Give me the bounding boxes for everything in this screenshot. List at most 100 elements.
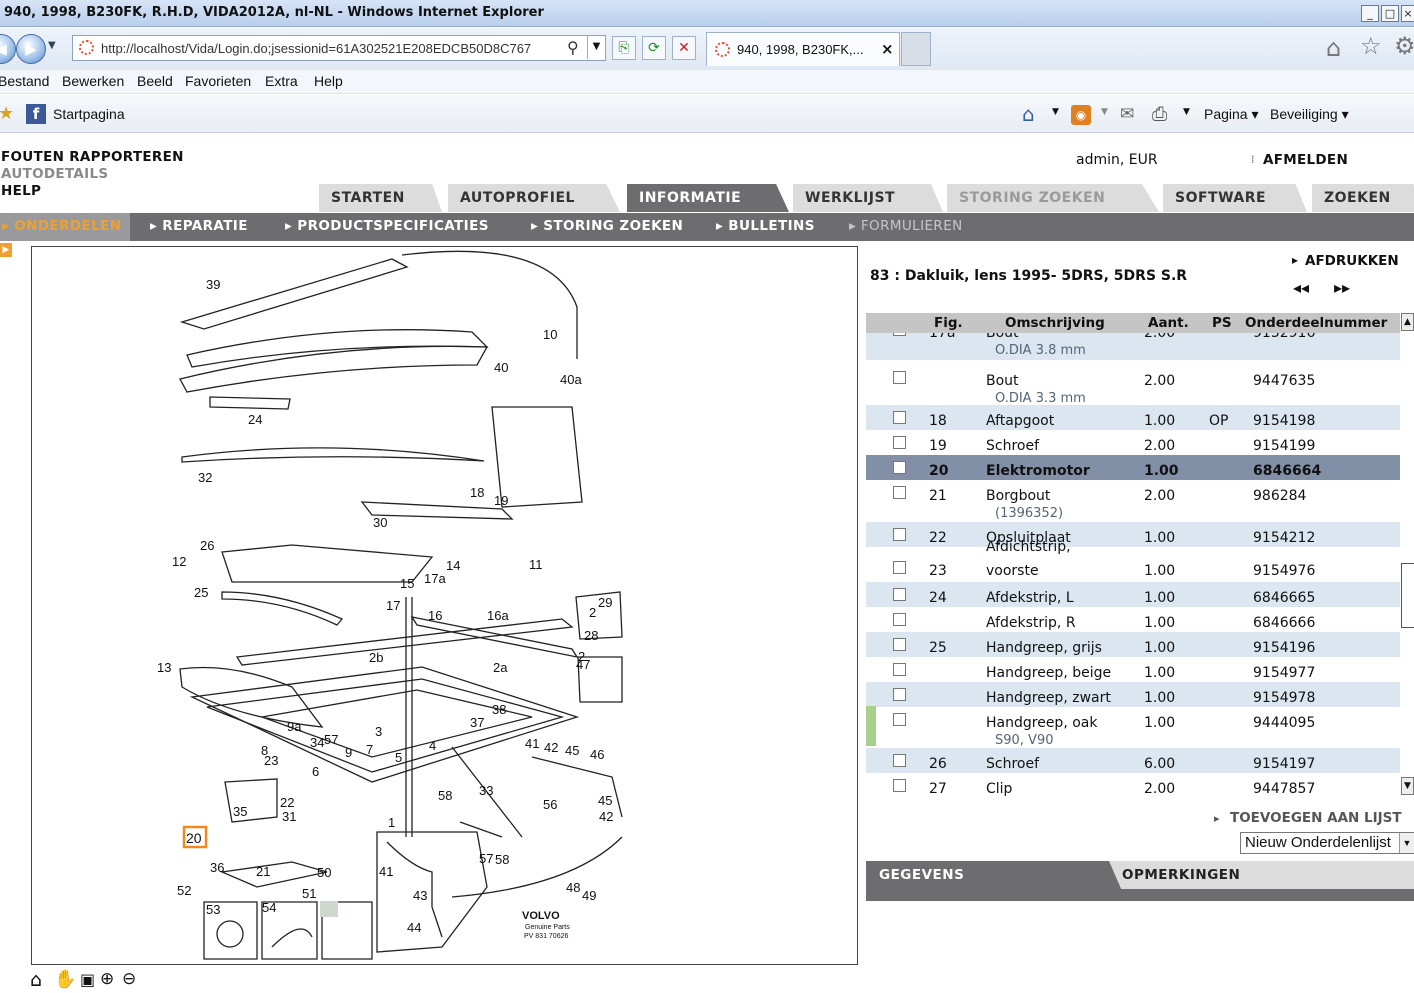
col-fig[interactable]: Fig. (934, 315, 963, 331)
parts-scrollbar[interactable]: ▲ ▼ (1401, 313, 1414, 801)
callout-35[interactable]: 35 (233, 804, 247, 819)
callout-45[interactable]: 45 (598, 793, 612, 808)
callout-51[interactable]: 51 (302, 886, 316, 901)
url-dropdown-icon[interactable]: ▼ (587, 35, 605, 59)
row-part-number[interactable]: 9154196 (1253, 640, 1316, 656)
row-part-number[interactable]: 9154976 (1253, 563, 1316, 579)
row-checkbox[interactable] (893, 613, 906, 626)
history-dropdown-icon[interactable]: ▼ (48, 40, 56, 51)
callout-39[interactable]: 39 (206, 277, 220, 292)
menu-help[interactable]: Help (314, 73, 343, 89)
subnav-reparatie[interactable]: ▸ REPARATIE (150, 218, 248, 234)
callout-41[interactable]: 41 (379, 864, 393, 879)
callout-3[interactable]: 3 (375, 724, 382, 739)
callout-57[interactable]: 57 (324, 732, 338, 747)
callout-58[interactable]: 58 (495, 852, 509, 867)
forward-button[interactable]: ▶ (16, 34, 46, 64)
callout-16a[interactable]: 16a (487, 608, 509, 623)
row-part-number[interactable]: 6846666 (1253, 615, 1316, 631)
compat-view-icon[interactable]: ⎘ (612, 36, 636, 60)
callout-5[interactable]: 5 (395, 750, 402, 765)
tab-storing-zoeken[interactable]: STORING ZOEKEN (947, 184, 1159, 212)
print-icon[interactable]: ⎙ (1152, 103, 1168, 125)
callout-9[interactable]: 9 (345, 745, 352, 760)
callout-46[interactable]: 46 (590, 747, 604, 762)
callout-19[interactable]: 19 (494, 493, 508, 508)
callout-48[interactable]: 48 (566, 880, 580, 895)
tab-werklijst[interactable]: WERKLIJST (793, 184, 943, 212)
prev-page-icon[interactable]: ◂◂ (1293, 278, 1310, 297)
help-link[interactable]: HELP (1, 183, 42, 199)
callout-30[interactable]: 30 (373, 515, 387, 530)
fit-window-icon[interactable]: ▣ (80, 970, 96, 989)
row-checkbox[interactable] (893, 436, 906, 449)
scroll-thumb[interactable] (1401, 563, 1414, 628)
search-icon[interactable]: ⚲ (567, 38, 579, 57)
callout-58[interactable]: 58 (438, 788, 452, 803)
row-checkbox[interactable] (893, 688, 906, 701)
callout-52[interactable]: 52 (177, 883, 191, 898)
favorites-star-icon[interactable]: ☆ (1360, 32, 1382, 60)
row-part-number[interactable]: 9154977 (1253, 665, 1316, 681)
list-select-arrow-icon[interactable]: ▼ (1399, 833, 1414, 853)
row-part-number[interactable]: 9444095 (1253, 715, 1316, 731)
callout-50[interactable]: 50 (317, 865, 331, 880)
close-tab-icon[interactable]: × (881, 40, 894, 58)
callout-44[interactable]: 44 (407, 920, 421, 935)
tab-software[interactable]: SOFTWARE (1163, 184, 1307, 212)
tab-zoeken[interactable]: ZOEKEN (1312, 184, 1414, 212)
callout-1[interactable]: 1 (388, 815, 395, 830)
callout-54[interactable]: 54 (262, 900, 276, 915)
menu-extra[interactable]: Extra (265, 73, 298, 89)
mail-icon[interactable]: ✉ (1120, 104, 1135, 124)
callout-40a[interactable]: 40a (560, 372, 582, 387)
close-window-button[interactable]: × (1401, 5, 1414, 22)
row-part-number[interactable]: 9154212 (1253, 530, 1316, 546)
callout-29[interactable]: 29 (598, 595, 612, 610)
fouten-rapporteren-link[interactable]: FOUTEN RAPPORTEREN (1, 149, 184, 165)
autodetails-link[interactable]: AUTODETAILS (1, 166, 109, 182)
zoom-out-icon[interactable]: ⊖ (122, 969, 137, 989)
row-part-number[interactable]: 9154198 (1253, 413, 1316, 429)
callout-49[interactable]: 49 (582, 888, 596, 903)
refresh-icon[interactable]: ⟳ (642, 36, 666, 60)
rss-dropdown-icon[interactable]: ▼ (1101, 107, 1108, 117)
col-aant[interactable]: Aant. (1148, 315, 1189, 331)
subnav-storing-zoeken[interactable]: ▸ STORING ZOEKEN (531, 218, 684, 234)
callout-40[interactable]: 40 (494, 360, 508, 375)
callout-6[interactable]: 6 (312, 764, 319, 779)
callout-21[interactable]: 21 (256, 864, 270, 879)
col-omschrijving[interactable]: Omschrijving (1005, 315, 1105, 331)
callout-53[interactable]: 53 (206, 902, 220, 917)
callout-26[interactable]: 26 (200, 538, 214, 553)
tab-gegevens[interactable]: GEGEVENS (879, 867, 965, 883)
row-checkbox[interactable] (893, 411, 906, 424)
home-view-icon[interactable]: ⌂ (30, 969, 43, 991)
row-part-number[interactable]: 6846665 (1253, 590, 1316, 606)
col-ps[interactable]: PS (1212, 315, 1232, 331)
callout-28[interactable]: 28 (584, 628, 598, 643)
tab-informatie[interactable]: INFORMATIE (627, 184, 789, 212)
afmelden-link[interactable]: AFMELDEN (1263, 152, 1349, 168)
callout-38[interactable]: 38 (492, 702, 506, 717)
print-dropdown-icon[interactable]: ▼ (1183, 107, 1190, 117)
row-checkbox[interactable] (893, 528, 906, 541)
callout-7[interactable]: 7 (366, 742, 373, 757)
callout-9a[interactable]: 9a (287, 719, 302, 734)
subnav-productspecificaties[interactable]: ▸ PRODUCTSPECIFICATIES (285, 218, 489, 234)
back-button[interactable]: ◀ (0, 34, 16, 64)
callout-13[interactable]: 13 (157, 660, 171, 675)
row-checkbox[interactable] (893, 663, 906, 676)
callout-16[interactable]: 16 (428, 608, 442, 623)
row-checkbox[interactable] (893, 638, 906, 651)
callout-37[interactable]: 37 (470, 715, 484, 730)
next-page-icon[interactable]: ▸▸ (1334, 278, 1351, 297)
